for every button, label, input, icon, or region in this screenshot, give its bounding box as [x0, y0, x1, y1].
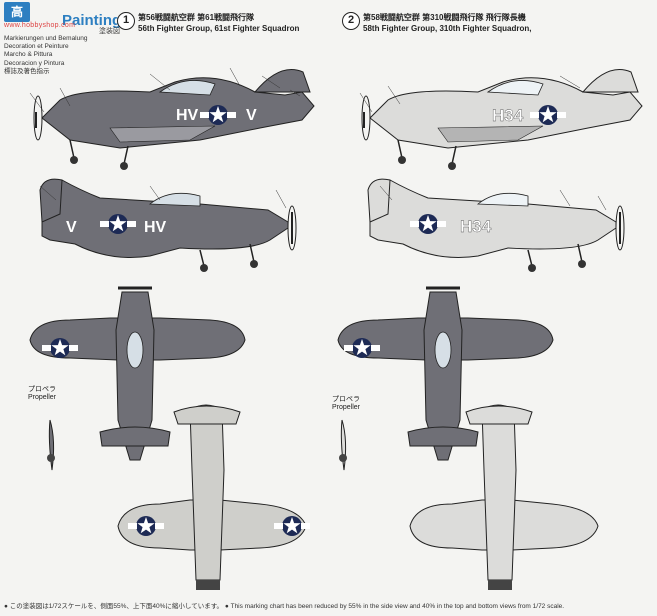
svg-text:V: V — [246, 107, 257, 124]
v2-top-view — [337, 286, 554, 461]
svg-text:V: V — [66, 219, 77, 236]
v1-side-view-left: HV V — [33, 69, 315, 170]
lang-it: Marcho & Pittura — [4, 51, 53, 59]
v2-side-view-right: H34 — [367, 178, 625, 272]
section-title: Painting — [62, 12, 122, 29]
v2-bottom-view — [409, 404, 599, 590]
language-list: Markierungen und Bemalung Decoration et … — [4, 35, 87, 76]
version-1-title: 第56戦闘航空群 第61戦闘飛行隊 56th Fighter Group, 61… — [138, 12, 299, 34]
lang-zh: 標誌及著色指示 — [4, 67, 50, 75]
footer-note: ● この塗装図は1/72スケールを、側面55%、上下面40%に縮小しています。 … — [4, 603, 565, 610]
svg-text:H34: H34 — [460, 217, 492, 236]
version-2-title: 第58戦闘航空群 第310戦闘飛行隊 飛行隊長機 58th Fighter Gr… — [363, 12, 531, 34]
v1-propeller-label-jp: プロペラ — [28, 386, 56, 393]
version-2-badge: 2 — [342, 12, 360, 30]
v2-side-view-left: H34 — [361, 69, 643, 170]
section-subtitle-jp: 塗装図 — [99, 28, 120, 35]
v2-propeller — [339, 419, 347, 471]
v1-propeller-label: プロペラ Propeller — [28, 386, 56, 402]
v1-propeller — [47, 419, 55, 471]
callout-lines — [29, 67, 607, 211]
svg-text:H34: H34 — [492, 106, 524, 125]
version-1-title-en: 56th Fighter Group, 61st Fighter Squadro… — [138, 24, 300, 33]
version-2-title-en: 58th Fighter Group, 310th Fighter Squadr… — [363, 24, 532, 33]
svg-text:HV: HV — [176, 107, 199, 124]
brand-logo: 高 — [4, 2, 30, 22]
v2-propeller-label: プロペラ Propeller — [332, 396, 360, 412]
version-1-badge: 1 — [117, 12, 135, 30]
v1-bottom-view — [117, 404, 310, 590]
lang-de: Markierungen und Bemalung — [4, 35, 88, 42]
version-1-title-jp: 第56戦闘航空群 第61戦闘飛行隊 — [138, 13, 255, 22]
v1-propeller-label-en: Propeller — [28, 394, 57, 401]
svg-text:HV: HV — [144, 219, 167, 236]
v1-top-view — [29, 286, 246, 461]
v1-side-view-right: HV V — [39, 178, 297, 272]
lang-fr: Decoration et Peinture — [4, 43, 69, 51]
v2-propeller-label-jp: プロペラ — [332, 396, 360, 403]
v2-propeller-label-en: Propeller — [332, 404, 361, 411]
watermark-url: www.hobbyshop.com — [4, 22, 76, 29]
lang-es: Decoracion y Pintura — [4, 59, 65, 67]
version-2-title-jp: 第58戦闘航空群 第310戦闘飛行隊 飛行隊長機 — [363, 13, 526, 22]
